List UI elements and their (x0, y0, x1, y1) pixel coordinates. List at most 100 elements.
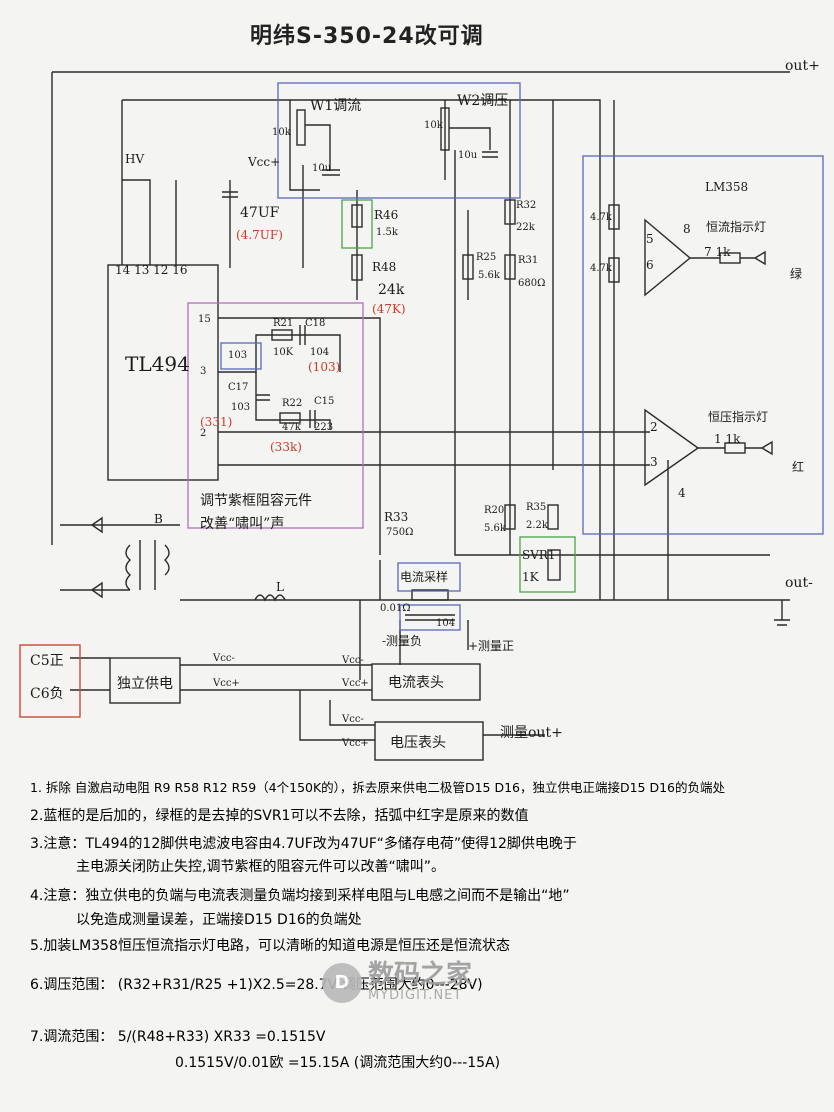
label-w1-cap: 10u (312, 163, 332, 174)
label-vcc-plus-1: Vcc+ (213, 678, 240, 689)
label-47k-bottom: 4.7k (590, 263, 612, 274)
label-r21-val: 10K (273, 347, 294, 358)
label-b: B (154, 512, 163, 526)
label-r31-val: 680Ω (518, 278, 546, 289)
r21-resistor (271, 329, 293, 341)
label-hv: HV (125, 152, 145, 166)
label-out-minus: out- (785, 575, 813, 591)
label-red: 红 (792, 460, 805, 474)
note-1: 1. 拆除 自激启动电阻 R9 R58 R12 R59（4个150K的），拆去原… (30, 780, 726, 795)
c15-capacitor (309, 410, 316, 428)
note-3b: 主电源关闭防止失控,调节紫框的阻容元件可以改善“啸叫”。 (76, 859, 445, 875)
note-7a: 7.调流范围： 5/(R48+R33) XR33 =0.1515V (30, 1029, 326, 1045)
label-pin6: 6 (646, 258, 654, 272)
label-pin3: 3 (200, 366, 207, 377)
label-47k-top: 4.7k (590, 212, 612, 223)
label-w2: W2调压 (457, 93, 509, 109)
w2-potentiometer (440, 107, 450, 151)
current-meter-box (371, 663, 481, 701)
note-4a: 4.注意：独立供电的负端与电流表测量负端均接到采样电阻与L电感之间而不是输出“地… (30, 888, 570, 904)
r48-resistor (351, 254, 363, 281)
label-purple-note-2: 改善“啸叫”声 (200, 516, 285, 532)
r32-resistor (504, 199, 516, 225)
green-frame-svr1 (519, 536, 576, 593)
label-svr1: SVR1 (522, 548, 556, 562)
voltage-meter-box (374, 721, 484, 761)
note-4b: 以免造成测量误差，正端接D15 D16的负端处 (76, 912, 362, 928)
purple-frame-rc (187, 302, 364, 529)
lm358-opamp-1 (644, 218, 692, 297)
label-cc-led: 恒流指示灯 (706, 220, 767, 234)
led-cc (740, 250, 766, 266)
label-pin2-lm: 2 (650, 420, 658, 434)
w1-potentiometer (296, 109, 306, 146)
label-pin3-lm: 3 (650, 455, 658, 469)
label-pin4: 4 (678, 486, 686, 500)
label-w2-cap: 10u (458, 150, 478, 161)
isolated-supply-box (109, 657, 181, 704)
label-tl494: TL494 (125, 352, 190, 376)
note-3a: 3.注意：TL494的12脚供电滤波电容由4.7UF改为47UF“多储存电荷”使… (30, 836, 577, 852)
green-frame-r46 (341, 199, 373, 249)
label-isolated-supply: 独立供电 (117, 676, 173, 692)
r-47k-bottom (608, 257, 620, 283)
label-r46: R46 (374, 208, 399, 222)
watermark: D 数码之家 MYDIGIT.NET (322, 962, 472, 1003)
label-vcc-minus-1: Vcc- (213, 653, 235, 664)
label-r31: R31 (518, 255, 539, 266)
blue-frame-lm358 (582, 155, 824, 535)
r46-resistor (351, 204, 363, 228)
label-c18-original: (103) (308, 360, 341, 374)
label-vcc-plus-3: Vcc+ (342, 738, 369, 749)
label-pin1-1k: 1 1k (714, 432, 741, 446)
sampling-resistor (411, 589, 449, 601)
label-w1-10k: 10k (272, 127, 291, 138)
note-2: 2.蓝框的是后加的，绿框的是去掉的SVR1可以不去除，括弧中红字是原来的数值 (30, 808, 529, 824)
label-c17-val: 103 (231, 402, 251, 413)
label-meas-plus: +测量正 (468, 639, 515, 653)
label-w2-10k: 10k (424, 120, 443, 131)
label-out-plus: out+ (785, 58, 820, 74)
watermark-url: MYDIGIT.NET (368, 988, 463, 1003)
note-6: 6.调压范围： (R32+R31/R25 +1)X2.5=28.7V 调压范围大… (30, 977, 483, 993)
r35-resistor (547, 504, 559, 530)
label-vcc-minus-3: Vcc- (342, 714, 364, 725)
label-104: 104 (436, 618, 456, 629)
label-r35-val: 2.2k (526, 520, 548, 531)
label-lm358: LM358 (705, 180, 749, 194)
label-l: L (276, 580, 284, 594)
label-c18: C18 (305, 318, 326, 329)
label-r22: R22 (282, 398, 303, 409)
label-pins: 14 13 12 16 (115, 263, 188, 277)
label-purple-note-1: 调节紫框阻容元件 (200, 493, 312, 509)
red-frame-c5c6 (19, 644, 81, 718)
blue-frame-103 (220, 342, 262, 370)
label-r25: R25 (476, 252, 497, 263)
label-r33: R33 (384, 510, 409, 524)
label-r21: R21 (273, 318, 294, 329)
note-7b: 0.1515V/0.01欧 =15.15A (调流范围大约0---15A) (175, 1055, 501, 1071)
diode-d15 (90, 516, 103, 534)
label-current-meter: 电流表头 (388, 675, 444, 691)
label-r48: R48 (372, 260, 397, 274)
label-meas-minus: -测量负 (382, 634, 423, 648)
label-r46-val: 1.5k (376, 227, 398, 238)
label-c5-plus: C5正 (30, 653, 64, 669)
watermark-logo-icon: D (322, 962, 362, 1003)
label-r48-val: 24k (378, 282, 405, 298)
label-r32-val: 22k (516, 222, 535, 233)
label-pin2: 2 (200, 428, 207, 439)
diode-d16 (90, 581, 103, 599)
label-103-box: 103 (228, 350, 248, 361)
r20-resistor (504, 504, 516, 530)
r25-resistor (462, 254, 474, 280)
c17-capacitor (256, 394, 270, 401)
label-green: 绿 (790, 267, 803, 281)
label-svr1-val: 1K (522, 570, 539, 584)
label-4-7uf-original: (4.7UF) (236, 228, 283, 242)
label-r20: R20 (484, 505, 505, 516)
label-c18-val: 104 (310, 347, 330, 358)
label-vcc-minus-2: Vcc- (342, 655, 364, 666)
